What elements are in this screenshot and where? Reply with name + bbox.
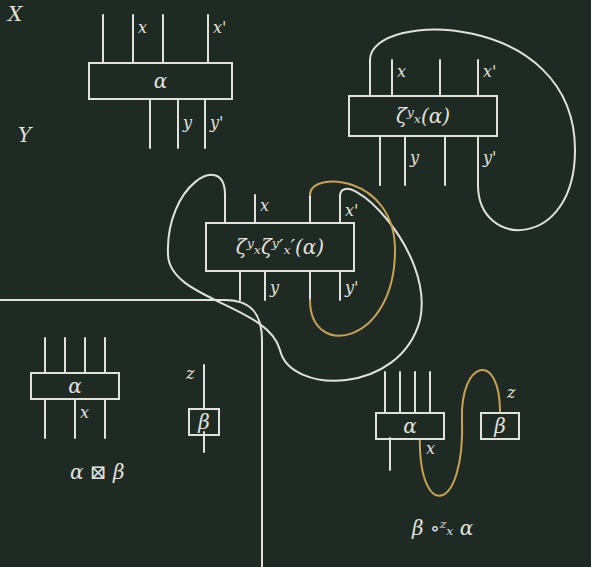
strands: [103, 15, 208, 62]
strand-label: x: [80, 405, 89, 421]
strand-label: x: [426, 441, 435, 457]
strand-label: y: [410, 150, 419, 166]
box-label: ζʸₓζʸ′ₓ′(α): [236, 235, 324, 259]
morphism-box: α: [375, 412, 445, 440]
strands: [370, 60, 478, 95]
diagram-caption: Y: [18, 125, 31, 145]
box-label: α: [154, 69, 168, 93]
diagram-caption: α ⊠ β: [70, 462, 125, 482]
composition-strand: [420, 370, 500, 496]
strand-label: x: [260, 198, 269, 214]
strands: [385, 372, 430, 412]
strand-label: x: [138, 20, 147, 36]
box-label: α: [68, 374, 82, 398]
diagram-caption: X: [8, 4, 22, 24]
strands: [380, 137, 478, 185]
strands: [225, 195, 340, 222]
diagram-caption: β ∘ᶻₓ α: [412, 518, 473, 538]
morphism-box: ζʸₓ(α): [348, 95, 498, 137]
strand-label: z: [507, 385, 515, 401]
strands: [150, 100, 205, 148]
strand-label: x': [213, 20, 226, 36]
strand-label: z: [186, 366, 194, 382]
strand-label: x': [345, 203, 358, 219]
strand-label: x': [483, 64, 496, 80]
strand-label: y': [483, 150, 496, 166]
strands: [45, 400, 105, 438]
morphism-box: α: [88, 62, 233, 100]
morphism-box: ζʸₓζʸ′ₓ′(α): [205, 222, 355, 272]
morphism-box: α: [30, 372, 120, 400]
strands: [45, 338, 105, 372]
divider: [0, 300, 262, 567]
morphism-box: β: [480, 412, 520, 440]
loop: [370, 30, 575, 230]
box-label: α: [403, 414, 417, 438]
box-label: β: [494, 414, 506, 438]
strand-label: x: [397, 64, 406, 80]
strand-label: y': [210, 115, 223, 131]
strands: [389, 438, 391, 470]
morphism-box: β: [188, 408, 220, 436]
strand-label: y': [345, 280, 358, 296]
loop: [168, 175, 422, 381]
box-label: ζʸₓ(α): [396, 104, 450, 128]
strands: [240, 272, 340, 300]
strand-label: y: [183, 115, 192, 131]
box-label: β: [198, 410, 210, 434]
strand-label: y: [270, 280, 279, 296]
